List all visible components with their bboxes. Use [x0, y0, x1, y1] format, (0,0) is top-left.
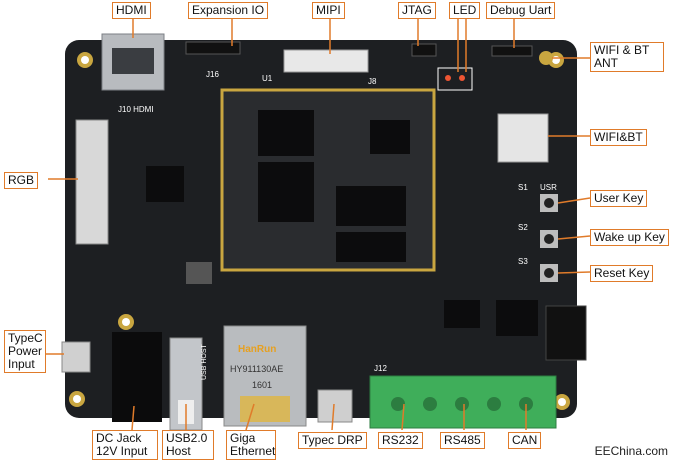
can-label: CAN — [508, 432, 542, 449]
reset-key-label: Reset Key — [590, 265, 654, 282]
rgb-label: RGB — [4, 172, 39, 189]
expansion-io-label: Expansion IO — [188, 2, 269, 19]
inductor — [186, 262, 212, 284]
s3-silk: S3 — [518, 257, 528, 266]
wakeup-key-label: Wake up Key — [590, 229, 669, 246]
usb-silk: USB HOST — [201, 343, 208, 380]
wifi-module — [497, 113, 549, 163]
wifi-bt-label: WIFI&BT — [590, 129, 647, 146]
led-label: LED — [449, 2, 481, 19]
debug-uart-label: Debug Uart — [486, 2, 556, 19]
rs232-label: RS232 — [378, 432, 423, 449]
rgb-connector — [75, 119, 109, 245]
mipi-connector — [283, 49, 369, 73]
s1-silk: S1 — [518, 183, 528, 192]
typec-power-port — [61, 341, 91, 373]
chip — [370, 120, 410, 154]
eth-code: 1601 — [252, 380, 272, 390]
usb-host-label: USB2.0 Host — [162, 430, 214, 460]
eth-brand: HanRun — [238, 344, 276, 355]
j16-silk: J16 — [206, 70, 219, 79]
jtag-label: JTAG — [398, 2, 436, 19]
j12-silk: J12 — [374, 364, 387, 373]
typec-drp-label: Typec DRP — [298, 432, 367, 449]
chip — [444, 300, 480, 328]
antenna-connector — [539, 51, 553, 65]
wifi-bt-ant-label: WIFI & BT ANT — [590, 42, 664, 72]
eth-part: HY911130AE — [230, 364, 283, 374]
giga-ethernet-label: Giga Ethernet — [226, 430, 276, 460]
chip — [496, 300, 538, 336]
jtag-header — [411, 43, 437, 57]
typec-drp-port — [317, 389, 353, 423]
debug-uart-header — [491, 45, 533, 57]
hdmi-silk: J10 HDMI — [118, 105, 154, 114]
led-dot — [459, 75, 465, 81]
j8-silk: J8 — [368, 77, 377, 86]
chip — [336, 232, 406, 262]
chip — [146, 166, 184, 202]
dc-jack — [112, 332, 162, 422]
hdmi-label: HDMI — [112, 2, 151, 19]
watermark: EEChina.com — [594, 444, 668, 458]
callout-lines — [46, 18, 591, 431]
led-dot — [445, 75, 451, 81]
chip — [336, 186, 406, 226]
led-area — [437, 67, 473, 91]
expansion-header — [185, 41, 241, 55]
typec-power-label: TypeC Power Input — [4, 330, 46, 373]
mipi-label: MIPI — [312, 2, 345, 19]
usr-silk: USR — [540, 183, 557, 192]
u1-silk: U1 — [262, 74, 273, 83]
chip — [258, 162, 314, 222]
rs485-label: RS485 — [440, 432, 485, 449]
dc-jack-label: DC Jack 12V Input — [92, 430, 158, 460]
user-key-label: User Key — [590, 190, 648, 207]
s2-silk: S2 — [518, 223, 528, 232]
chip — [258, 110, 314, 156]
